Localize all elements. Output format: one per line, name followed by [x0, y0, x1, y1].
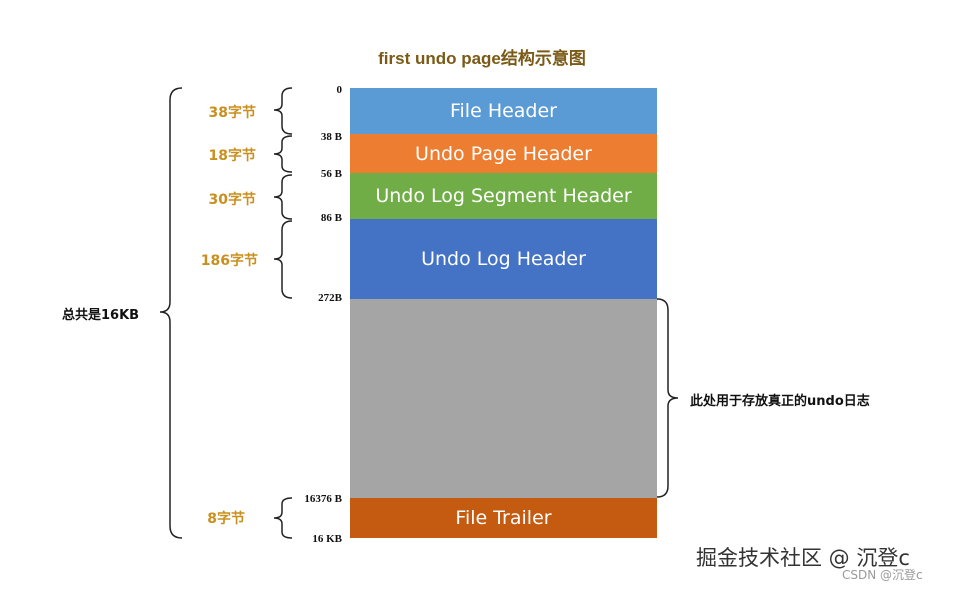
- segment-label: Undo Page Header: [415, 142, 592, 165]
- size-bracket: [273, 220, 293, 299]
- offset-label: 38 B: [320, 131, 342, 143]
- segment-label: Undo Log Segment Header: [375, 185, 632, 207]
- watermark-csdn: CSDN @沉登c: [842, 568, 923, 582]
- size-bracket: [273, 87, 293, 135]
- body-bracket: [656, 298, 679, 498]
- size-label: 30字节: [208, 192, 256, 208]
- diagram-title: first undo page结构示意图: [378, 49, 586, 68]
- segment-file-header: File Header: [350, 88, 657, 134]
- watermark-juejin: 掘金技术社区 @ 沉登c: [696, 546, 910, 570]
- segment-label: File Header: [449, 100, 557, 122]
- offset-label: 272B: [318, 292, 342, 304]
- segment-label: Undo Log Header: [421, 248, 586, 270]
- segment-undo-log-segment-header: Undo Log Segment Header: [350, 173, 657, 219]
- offset-label: 0: [336, 84, 343, 96]
- size-label: 8字节: [207, 511, 245, 527]
- offset-label: 86 B: [320, 212, 342, 224]
- size-label: 38字节: [208, 105, 256, 121]
- undo-log-body-label: 此处用于存放真正的undo日志: [690, 394, 870, 409]
- segment-undo-log-header: Undo Log Header: [350, 219, 657, 299]
- total-bracket: [159, 87, 183, 539]
- segment-undo-page-header: Undo Page Header: [350, 134, 657, 173]
- size-label: 186字节: [200, 253, 258, 269]
- segment-label: File Trailer: [455, 507, 552, 529]
- size-bracket: [273, 497, 293, 539]
- offset-label: 16376 B: [304, 493, 342, 505]
- offset-label: 16 KB: [312, 533, 342, 545]
- size-bracket: [273, 135, 293, 173]
- size-bracket: [273, 174, 293, 220]
- size-label: 18字节: [208, 148, 256, 164]
- segment-file-trailer: File Trailer: [350, 498, 657, 538]
- segment-undo-log-body: [350, 299, 657, 498]
- total-size-label: 总共是16KB: [62, 308, 140, 323]
- offset-label: 56 B: [320, 168, 342, 180]
